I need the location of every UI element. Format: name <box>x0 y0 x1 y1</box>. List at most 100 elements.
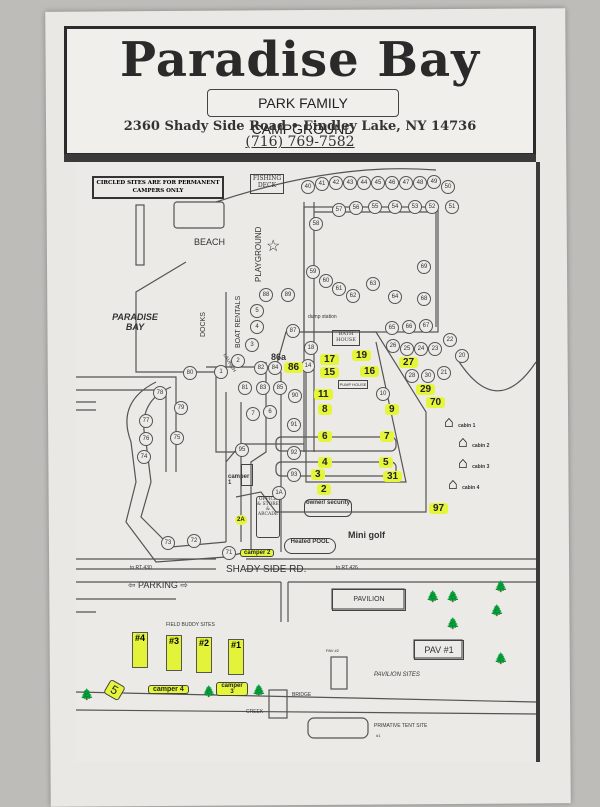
highlighted-site-27[interactable]: 27 <box>399 357 419 368</box>
circled-site-25[interactable]: 25 <box>400 342 414 356</box>
circled-site-83[interactable]: 83 <box>256 381 270 395</box>
circled-site-68[interactable]: 68 <box>417 292 431 306</box>
highlighted-site-31[interactable]: 31 <box>383 471 403 482</box>
circled-site-87[interactable]: 87 <box>286 324 300 338</box>
circled-site-21[interactable]: 21 <box>437 366 451 380</box>
circled-site-84[interactable]: 84 <box>268 361 282 375</box>
circled-site-65[interactable]: 65 <box>385 321 399 335</box>
circled-site-58[interactable]: 58 <box>309 217 323 231</box>
circled-site-52[interactable]: 52 <box>425 200 439 214</box>
circled-site-66[interactable]: 66 <box>402 320 416 334</box>
circled-site-82[interactable]: 82 <box>254 361 268 375</box>
circled-site-2[interactable]: 2 <box>231 354 245 368</box>
circled-site-89[interactable]: 89 <box>281 288 295 302</box>
highlighted-site-15[interactable]: 15 <box>320 367 340 378</box>
highlighted-site-6[interactable]: 6 <box>318 431 332 442</box>
highlighted-site-11[interactable]: 11 <box>314 389 333 400</box>
circled-site-59[interactable]: 59 <box>306 265 320 279</box>
circled-site-48[interactable]: 48 <box>413 176 427 190</box>
circled-site-75[interactable]: 75 <box>170 431 184 445</box>
circled-site-5[interactable]: 5 <box>250 304 264 318</box>
cabin-3[interactable]: ⌂ cabin 3 <box>458 455 489 473</box>
circled-site-67[interactable]: 67 <box>419 319 433 333</box>
highlighted-site-3[interactable]: 3 <box>311 469 325 480</box>
circled-site-28[interactable]: 28 <box>405 369 419 383</box>
circled-site-77[interactable]: 77 <box>139 414 153 428</box>
circled-site-53[interactable]: 53 <box>408 200 422 214</box>
cabin-4[interactable]: ⌂ cabin 4 <box>448 476 479 494</box>
circled-site-74[interactable]: 74 <box>137 450 151 464</box>
circled-site-50[interactable]: 50 <box>441 180 455 194</box>
camper-2[interactable]: camper 2 <box>240 549 275 557</box>
highlighted-site-7[interactable]: 7 <box>380 431 394 442</box>
circled-site-54[interactable]: 54 <box>388 200 402 214</box>
circled-site-18[interactable]: 18 <box>304 341 318 355</box>
highlighted-site-17[interactable]: 17 <box>320 354 340 365</box>
circled-site-43[interactable]: 43 <box>343 176 357 190</box>
circled-site-60[interactable]: 60 <box>319 274 333 288</box>
circled-site-95[interactable]: 95 <box>235 443 249 457</box>
highlighted-site-4[interactable]: 4 <box>318 457 332 468</box>
circled-site-93[interactable]: 93 <box>287 468 301 482</box>
field-site-2[interactable]: #2 <box>196 637 212 673</box>
circled-site-78[interactable]: 78 <box>153 386 167 400</box>
circled-site-20[interactable]: 20 <box>455 349 469 363</box>
highlighted-site-2[interactable]: 2 <box>317 484 331 495</box>
circled-site-45[interactable]: 45 <box>371 176 385 190</box>
circled-site-80[interactable]: 80 <box>183 366 197 380</box>
circled-site-10[interactable]: 10 <box>376 387 390 401</box>
site-86a[interactable]: 86a <box>271 352 287 362</box>
circled-site-61[interactable]: 61 <box>332 282 346 296</box>
circled-site-88[interactable]: 88 <box>259 288 273 302</box>
camper-3[interactable]: camper 3 <box>216 682 248 696</box>
highlighted-site-16[interactable]: 16 <box>360 366 380 377</box>
circled-site-73[interactable]: 73 <box>161 536 175 550</box>
circled-site-64[interactable]: 64 <box>388 290 402 304</box>
circled-site-3[interactable]: 3 <box>245 338 259 352</box>
circled-site-62[interactable]: 62 <box>346 289 360 303</box>
circled-site-49[interactable]: 49 <box>427 175 441 189</box>
circled-site-51[interactable]: 51 <box>445 200 459 214</box>
highlighted-site-19[interactable]: 19 <box>352 350 372 361</box>
highlighted-site-2A[interactable]: 2A <box>235 515 247 525</box>
cabin-2[interactable]: ⌂ cabin 2 <box>458 434 489 452</box>
circled-site-30[interactable]: 30 <box>421 369 435 383</box>
highlighted-site-9[interactable]: 9 <box>385 404 399 415</box>
circled-site-76[interactable]: 76 <box>139 432 153 446</box>
circled-site-26[interactable]: 26 <box>386 339 400 353</box>
field-site-1[interactable]: #1 <box>228 639 244 675</box>
circled-site-42[interactable]: 42 <box>329 176 343 190</box>
circled-site-47[interactable]: 47 <box>399 176 413 190</box>
camper-4[interactable]: camper 4 <box>148 685 189 694</box>
circled-site-1[interactable]: 1 <box>214 365 228 379</box>
circled-site-40[interactable]: 40 <box>301 180 315 194</box>
circled-site-71[interactable]: 71 <box>222 546 236 560</box>
circled-site-6[interactable]: 6 <box>263 405 277 419</box>
circled-site-23[interactable]: 23 <box>428 342 442 356</box>
fishing-deck[interactable]: FISHING DECK <box>250 174 284 194</box>
circled-site-85[interactable]: 85 <box>273 381 287 395</box>
circled-site-46[interactable]: 46 <box>385 176 399 190</box>
circled-site-69[interactable]: 69 <box>417 260 431 274</box>
circled-site-81[interactable]: 81 <box>238 381 252 395</box>
highlighted-site-86[interactable]: 86 <box>284 362 304 373</box>
circled-site-57[interactable]: 57 <box>332 203 346 217</box>
highlighted-site-29[interactable]: 29 <box>416 384 436 395</box>
circled-site-72[interactable]: 72 <box>187 534 201 548</box>
circled-site-79[interactable]: 79 <box>174 401 188 415</box>
circled-site-14[interactable]: 14 <box>301 359 315 373</box>
highlighted-site-5[interactable]: 5 <box>379 457 393 468</box>
circled-site-56[interactable]: 56 <box>349 201 363 215</box>
circled-site-7[interactable]: 7 <box>246 407 260 421</box>
highlighted-site-70[interactable]: 70 <box>426 397 446 408</box>
cabin-1[interactable]: ⌂ cabin 1 <box>444 414 475 432</box>
circled-site-90[interactable]: 90 <box>288 389 302 403</box>
circled-site-63[interactable]: 63 <box>366 277 380 291</box>
circled-site-55[interactable]: 55 <box>368 200 382 214</box>
field-site-3[interactable]: #3 <box>166 635 182 671</box>
field-site-4[interactable]: #4 <box>132 632 148 668</box>
circled-site-41[interactable]: 41 <box>315 177 329 191</box>
circled-site-44[interactable]: 44 <box>357 176 371 190</box>
circled-site-1A[interactable]: 1A <box>272 486 286 500</box>
circled-site-91[interactable]: 91 <box>287 418 301 432</box>
